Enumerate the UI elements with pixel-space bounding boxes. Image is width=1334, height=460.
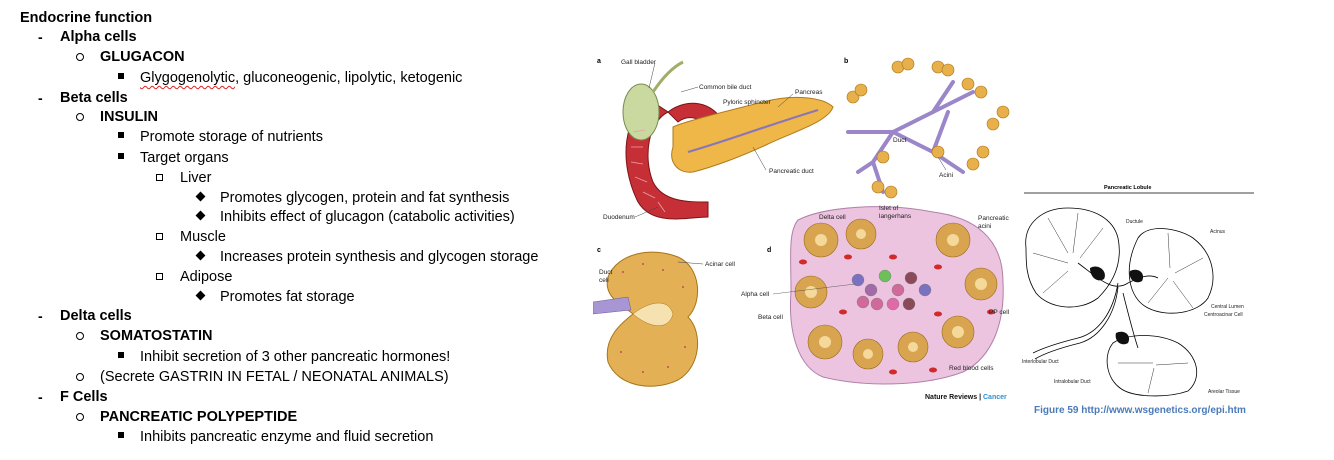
label-common-bile-duct: Common bile duct	[699, 84, 752, 91]
beta-point-2: Target organs	[140, 150, 229, 166]
liver-label: Liver	[180, 170, 212, 186]
square-bullet	[118, 132, 124, 138]
beta-hormone: INSULIN	[100, 109, 158, 125]
outline-text: Endocrine function - Alpha cells GLUGACO…	[0, 0, 590, 460]
diamond-bullet	[195, 210, 206, 221]
beta-title: Beta cells	[60, 90, 128, 106]
dash-marker: -	[38, 90, 43, 106]
hollow-square-bullet	[156, 233, 163, 240]
liver-effect-1: Promotes glycogen, protein and fat synth…	[220, 190, 510, 206]
label-ductule: Ductule	[1126, 219, 1143, 225]
beta-point-1: Promote storage of nutrients	[140, 129, 323, 145]
dash-marker: -	[38, 389, 43, 405]
panel-label-b: b	[844, 58, 848, 65]
circle-bullet	[76, 332, 84, 340]
circle-bullet	[76, 413, 84, 421]
label-duodenum: Duodenum	[603, 214, 635, 221]
diamond-bullet	[195, 250, 206, 261]
figure-caption: Figure 59 http://www.wsgenetics.org/epi.…	[1034, 405, 1246, 416]
label-delta-cell: Delta cell	[819, 214, 846, 221]
label-pancreas: Pancreas	[795, 89, 823, 96]
label-areolar-tissue: Areolar Tissue	[1208, 389, 1240, 395]
label-duct: Duct	[893, 137, 907, 144]
label-centroacinar-cell: Centroacinar Cell	[1204, 312, 1243, 318]
label-pyloric-sphincter: Pyloric sphincter	[723, 99, 772, 106]
dash-marker: -	[38, 308, 43, 324]
panel-label-d: d	[767, 247, 771, 254]
delta-title: Delta cells	[60, 308, 132, 324]
circle-bullet	[76, 113, 84, 121]
adipose-effect: Promotes fat storage	[220, 289, 355, 305]
panel-label-c: c	[597, 247, 601, 254]
label-acini: Acini	[939, 172, 953, 179]
hollow-square-bullet	[156, 174, 163, 181]
label-interlobular-duct: Interlobular Duct	[1022, 359, 1059, 365]
heading: Endocrine function	[20, 10, 153, 26]
alpha-effect: Glygogenolytic, gluconeogenic, lipolytic…	[140, 70, 463, 86]
lobule-title: Pancreatic Lobule	[1104, 185, 1151, 191]
label-pancreatic-acini-2: acini	[978, 223, 991, 230]
circle-bullet	[76, 373, 84, 381]
label-acinar-cell: Acinar cell	[705, 261, 736, 268]
dash-marker: -	[38, 29, 43, 45]
label-duct-cell-1: Duct	[599, 269, 613, 276]
f-hormone: PANCREATIC POLYPEPTIDE	[100, 409, 298, 425]
panel-d-drawing	[790, 206, 1004, 385]
label-alpha-cell: Alpha cell	[741, 291, 770, 298]
panel-c-drawing	[593, 251, 699, 387]
circle-bullet	[76, 53, 84, 61]
alpha-title: Alpha cells	[60, 29, 137, 45]
diamond-bullet	[195, 191, 206, 202]
pancreatic-lobule-figure: Pancreatic Lobule Ductule Acinus Central…	[1022, 185, 1254, 397]
label-central-lumen: Central Lumen	[1211, 304, 1244, 310]
panel-label-a: a	[597, 58, 601, 65]
label-intralobular-duct: Intralobular Duct	[1054, 379, 1091, 385]
pancreas-anatomy-figure: a b c d Gall bladder Common bile duct Py…	[593, 57, 1010, 401]
square-bullet	[118, 352, 124, 358]
misspelled-word: Glygogenolytic	[140, 70, 236, 86]
delta-hormone: SOMATOSTATIN	[100, 328, 213, 344]
hollow-square-bullet	[156, 273, 163, 280]
lobule-drawing	[1025, 207, 1214, 397]
label-pancreatic-acini-1: Pancreatic	[978, 215, 1009, 222]
label-red-blood-cells: Red blood cells	[949, 365, 994, 372]
liver-effect-2: Inhibits effect of glucagon (catabolic a…	[220, 209, 515, 225]
delta-point-1: Inhibit secretion of 3 other pancreatic …	[140, 349, 451, 365]
f-point-1: Inhibits pancreatic enzyme and fluid sec…	[140, 429, 434, 445]
diamond-bullet	[195, 290, 206, 301]
delta-note: (Secrete GASTRIN IN FETAL / NEONATAL ANI…	[100, 369, 449, 385]
label-acinus: Acinus	[1210, 229, 1226, 235]
label-islet-2: langerhans	[879, 213, 912, 220]
square-bullet	[118, 73, 124, 79]
label-islet-1: Islet of	[879, 205, 898, 212]
muscle-effect: Increases protein synthesis and glycogen…	[220, 249, 539, 265]
f-title: F Cells	[60, 389, 108, 405]
label-gall-bladder: Gall bladder	[621, 59, 657, 66]
label-beta-cell: Beta cell	[758, 314, 783, 321]
panel-b-drawing	[846, 57, 1010, 199]
panel-a-drawing	[622, 60, 834, 220]
alpha-hormone: GLUGACON	[100, 49, 185, 65]
label-pancreatic-duct: Pancreatic duct	[769, 168, 814, 175]
square-bullet	[118, 153, 124, 159]
figure-credit: Nature Reviews | Cancer	[925, 394, 1007, 401]
muscle-label: Muscle	[180, 229, 226, 245]
square-bullet	[118, 432, 124, 438]
adipose-label: Adipose	[180, 269, 233, 285]
label-pp-cell: PP cell	[989, 309, 1010, 316]
label-duct-cell-2: cell	[599, 277, 609, 284]
